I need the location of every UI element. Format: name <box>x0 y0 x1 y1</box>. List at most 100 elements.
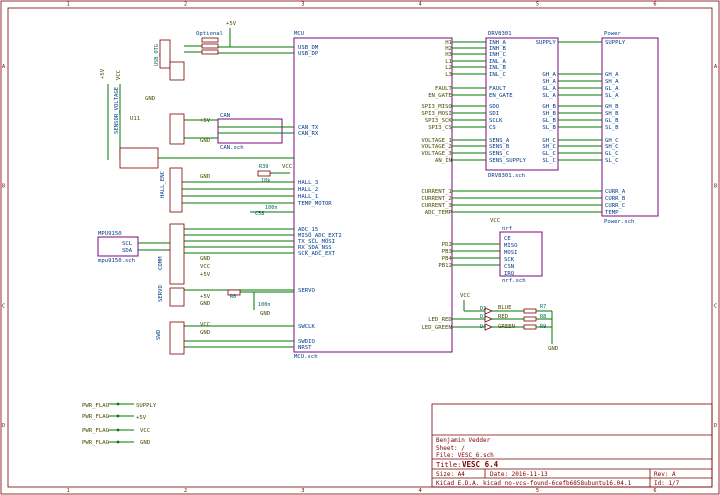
nrf-pin-mosi-2: MOSI <box>504 250 517 256</box>
border-col-5-0: 5 <box>536 2 539 8</box>
tb-file: File: VESC_6.sch <box>436 452 494 459</box>
drv-out-gh-b: GH_B <box>542 104 556 110</box>
power-pin-gh-b: GH_B <box>605 104 619 110</box>
mcu-out-voltage-2: VOLTAGE_2 <box>421 144 451 150</box>
mcu-sheet-title: MCU <box>294 31 304 37</box>
junction-pwrflag-0 <box>116 402 120 406</box>
border-col-1-0: 1 <box>67 2 70 8</box>
led-diode-1 <box>484 315 494 323</box>
nrf-vcc: VCC <box>490 218 500 224</box>
border-col-4-1: 4 <box>419 488 422 494</box>
mcu-pin-adc-15: ADC_15 <box>298 227 318 233</box>
drv-out-gl-a: GL_A <box>542 86 556 92</box>
drv-pin-sens-b: SENS_B <box>489 144 510 150</box>
mcu-out-spi3-miso: SPI3_MISO <box>421 104 452 110</box>
mcu-out-adc-temp: ADC_TEMP <box>425 210 453 216</box>
mcu-pin-usb-dm: USB_DM <box>298 45 319 51</box>
servo-connector <box>169 287 185 307</box>
drv-pin-sclk: SCLK <box>489 118 503 124</box>
tb-sheet: Sheet: / <box>436 445 465 452</box>
nrf-pin-csn-4: CSN <box>504 264 514 270</box>
power-pin-gl-b: GL_B <box>605 118 619 124</box>
svg-text:VCC: VCC <box>140 428 150 434</box>
border-row-D-0: D <box>2 423 5 429</box>
mcu-out-l1: L1 <box>445 59 452 65</box>
swd-gnd: GND <box>200 330 211 336</box>
mcu-out-l2: L2 <box>445 65 452 71</box>
servo-gnd: GND <box>200 301 211 307</box>
mcu-sheet-file: MCU.sch <box>294 354 318 360</box>
tb-date: Date: 2016-11-13 <box>490 471 548 478</box>
drv-pin-sdo: SDO <box>489 104 500 110</box>
title-block: Benjamin Vedder Sheet: / File: VESC_6.sc… <box>431 403 713 488</box>
mcu-pin-can-tx: CAN_TX <box>298 125 319 131</box>
hall-label: HALL_ENC <box>160 171 166 198</box>
optional-label: Optional <box>196 31 223 37</box>
comm-vcc: VCC <box>200 264 210 270</box>
led-red: RED <box>498 314 509 320</box>
led-diode-2 <box>484 323 494 331</box>
border-col-5-1: 5 <box>536 488 539 494</box>
usb-5v: +5V <box>226 21 237 27</box>
svg-text:+5V: +5V <box>136 415 147 421</box>
nrf-pin-sck-3: SCK <box>504 257 515 263</box>
drv-out-supply: SUPPLY <box>536 40 557 46</box>
border-col-6-1: 6 <box>653 488 656 494</box>
drv-out-gl-b: GL_B <box>542 118 556 124</box>
nrf-pin-ce-0: CE <box>504 236 511 242</box>
border-col-3-0: 3 <box>301 2 304 8</box>
r39-val: 10k <box>261 178 271 184</box>
mpu-sheet[interactable] <box>97 236 139 257</box>
servo-5v: +5V <box>200 294 211 300</box>
mcu-out-l3: L3 <box>445 72 452 78</box>
border-col-2-0: 2 <box>184 2 187 8</box>
usb-connector <box>159 39 171 69</box>
nrf-sheet[interactable] <box>499 231 543 277</box>
mcu-out-fault: FAULT <box>435 86 452 92</box>
border-row-C-0: C <box>2 303 5 309</box>
border-col-3-1: 3 <box>301 488 304 494</box>
mcu-out-pb12: PB12 <box>438 263 451 269</box>
border-col-2-1: 2 <box>184 488 187 494</box>
drv-pin-inh-a: INH_A <box>489 40 506 46</box>
mcu-out-voltage-3: VOLTAGE_3 <box>421 151 451 157</box>
mpu-sheet-file: mpu9150.sch <box>98 258 135 264</box>
can-5v: +5V <box>200 118 211 124</box>
tb-title-label: Title: <box>436 461 461 469</box>
mcu-out-led-red: LED_RED <box>428 317 452 323</box>
nrf-pin-irq-5: IRQ <box>504 271 515 277</box>
power-pin-supply: SUPPLY <box>605 40 626 46</box>
mcu-pin-temp-motor: TEMP_MOTOR <box>298 201 332 207</box>
mcu-pin-hall-2: HALL_2 <box>298 187 318 193</box>
mcu-sheet[interactable] <box>293 37 453 353</box>
border-col-4-0: 4 <box>419 2 422 8</box>
drv-out-sh-a: SH_A <box>542 79 556 85</box>
r8-ref: R8 <box>540 314 546 320</box>
mcu-pin-servo: SERVO <box>298 288 315 294</box>
mcu-pin-hall-1: HALL_1 <box>298 194 318 200</box>
r9-ref: R9 <box>540 324 546 330</box>
sensor-5v: +5V <box>100 68 106 79</box>
swd-vcc: VCC <box>200 322 210 328</box>
drv-out-sh-c: SH_C <box>542 144 555 150</box>
tb-rev: Rev: A <box>654 471 676 478</box>
drv-out-sl-a: SL_A <box>542 93 556 99</box>
mcu-out-voltage-1: VOLTAGE_1 <box>421 138 451 144</box>
drv-out-gl-c: GL_C <box>542 151 555 157</box>
svg-text:D4: D4 <box>480 324 486 330</box>
drv-sheet[interactable] <box>485 37 559 171</box>
comm-gnd: GND <box>200 256 211 262</box>
border-col-1-1: 1 <box>67 488 70 494</box>
c58-val: 100n <box>265 205 278 211</box>
border-row-A-0: A <box>2 64 6 70</box>
mcu-pin-usb-dp: USB_DP <box>298 51 319 57</box>
led-resistor-2 <box>523 324 537 330</box>
drv-out-sl-c: SL_C <box>542 158 555 164</box>
svg-text:PWR_FLAG: PWR_FLAG <box>82 403 110 409</box>
mcu-pin-tx-scl-mosi: TX_SCL_MOSI <box>298 239 335 245</box>
r6-ref: R6 <box>230 294 236 300</box>
mcu-out-spi3-sck: SPI3_SCK <box>425 118 453 124</box>
can-sheet[interactable] <box>217 118 283 144</box>
